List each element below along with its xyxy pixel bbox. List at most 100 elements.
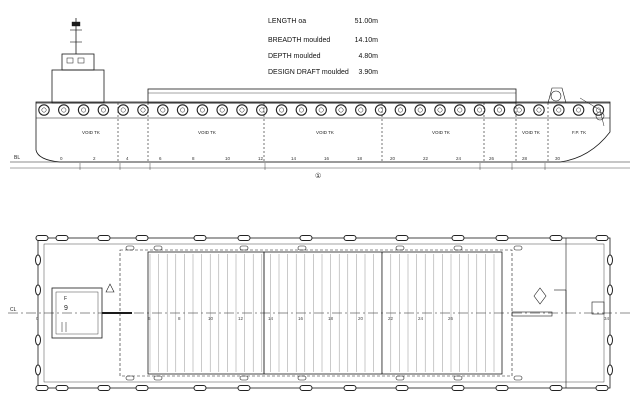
plan-fender <box>35 284 41 296</box>
profile-frame-number: 6 <box>159 156 162 161</box>
profile-fender <box>77 104 90 116</box>
profile-hatch-coaming <box>147 88 517 104</box>
spec-label-draft: DESIGN DRAFT moulded <box>268 69 349 76</box>
profile-fender <box>295 104 308 116</box>
plan-frame-number: 20 <box>358 316 364 321</box>
profile-fender <box>97 104 110 116</box>
profile-bow-equipment <box>547 87 605 127</box>
profile-centerline-mark: ① <box>315 172 321 180</box>
profile-fender <box>592 104 605 116</box>
profile-wheelhouse <box>61 53 95 71</box>
plan-frame-number: 16 <box>298 316 304 321</box>
profile-fender <box>335 104 347 116</box>
plan-fender <box>299 385 313 391</box>
plan-frame-number: 6 <box>148 316 151 321</box>
profile-fender <box>137 104 149 116</box>
plan-frame-number: 12 <box>238 316 244 321</box>
plan-fender <box>237 385 251 391</box>
spec-value-depth: 4.80m <box>358 53 378 60</box>
plan-fender <box>495 235 509 241</box>
profile-frame-number: 14 <box>291 156 297 161</box>
plan-frame-number: 8 <box>178 316 181 321</box>
plan-deckhouse-label: 9 <box>64 305 68 312</box>
profile-fender <box>374 104 387 116</box>
plan-fender <box>451 385 465 391</box>
profile-fender <box>157 104 169 116</box>
plan-frame-number: 26 <box>448 316 454 321</box>
plan-fender <box>237 235 251 241</box>
plan-fender <box>55 385 69 391</box>
profile-fender <box>117 104 129 116</box>
profile-deckhouse <box>51 69 105 104</box>
plan-fender <box>55 235 69 241</box>
plan-fender <box>35 254 41 266</box>
profile-frame-number: 28 <box>522 156 528 161</box>
profile-fender <box>315 104 327 116</box>
plan-fender <box>395 385 409 391</box>
profile-frame-number: 8 <box>192 156 195 161</box>
profile-fender <box>58 104 70 116</box>
plan-fender <box>299 235 313 241</box>
spec-label-depth: DEPTH moulded <box>268 53 321 60</box>
plan-frame-number: 18 <box>328 316 334 321</box>
spec-label-breadth: BREADTH moulded <box>268 37 331 44</box>
plan-fender <box>343 385 357 391</box>
profile-fender <box>434 104 446 116</box>
plan-fender <box>97 235 111 241</box>
profile-frame-number: 20 <box>390 156 396 161</box>
profile-fender <box>275 104 288 116</box>
plan-fender <box>343 235 357 241</box>
profile-tank-label: VOID TK <box>316 130 334 135</box>
profile-tank-label: VOID TK <box>432 130 450 135</box>
profile-fender <box>256 104 268 116</box>
plan-fender <box>607 334 613 346</box>
plan-frame-number: 0 <box>36 316 39 321</box>
profile-fender <box>473 104 486 116</box>
profile-fender <box>176 104 189 116</box>
profile-fender <box>355 104 367 116</box>
profile-frame-number: 26 <box>489 156 495 161</box>
profile-fender <box>493 104 506 116</box>
profile-tank-labels: VOID TK VOID TK VOID TK VOID TK VOID TK … <box>82 130 586 135</box>
plan-view <box>8 237 632 389</box>
profile-tank-label: VOID TK <box>522 130 540 135</box>
profile-fender <box>513 104 525 116</box>
profile-bulkheads <box>117 103 549 162</box>
plan-frame-number: 24 <box>418 316 424 321</box>
plan-hatch-panels <box>149 254 495 372</box>
profile-fenders <box>38 104 605 116</box>
plan-fender <box>595 235 609 241</box>
profile-fender <box>216 104 228 116</box>
plan-fender <box>595 385 609 391</box>
plan-centerline-label: CL <box>10 307 17 313</box>
plan-fender <box>549 385 563 391</box>
plan-fenders <box>35 235 613 391</box>
spec-value-draft: 3.90m <box>358 69 378 76</box>
spec-value-breadth: 14.10m <box>354 37 378 44</box>
profile-frame-number: 16 <box>324 156 330 161</box>
profile-tank-label: VOID TK <box>82 130 100 135</box>
plan-frame-number: 22 <box>388 316 394 321</box>
plan-fender <box>193 385 207 391</box>
profile-view <box>10 18 630 170</box>
profile-fender <box>553 104 565 116</box>
profile-frame-number: 24 <box>456 156 462 161</box>
spec-label-length: LENGTH oa <box>268 18 307 25</box>
profile-fender <box>236 104 248 116</box>
plan-fender <box>35 385 49 391</box>
plan-fender <box>97 385 111 391</box>
profile-frame-number: 10 <box>225 156 231 161</box>
profile-frame-number: 12 <box>258 156 264 161</box>
profile-frame-number: 2 <box>93 156 96 161</box>
plan-fender <box>193 235 207 241</box>
profile-fender <box>533 104 545 116</box>
plan-fender <box>495 385 509 391</box>
plan-fender <box>607 254 613 266</box>
profile-fender <box>38 104 50 116</box>
profile-fender <box>454 104 466 116</box>
profile-fender <box>394 104 407 116</box>
plan-fender <box>395 235 409 241</box>
plan-deckhouse-mark: F <box>64 296 67 302</box>
